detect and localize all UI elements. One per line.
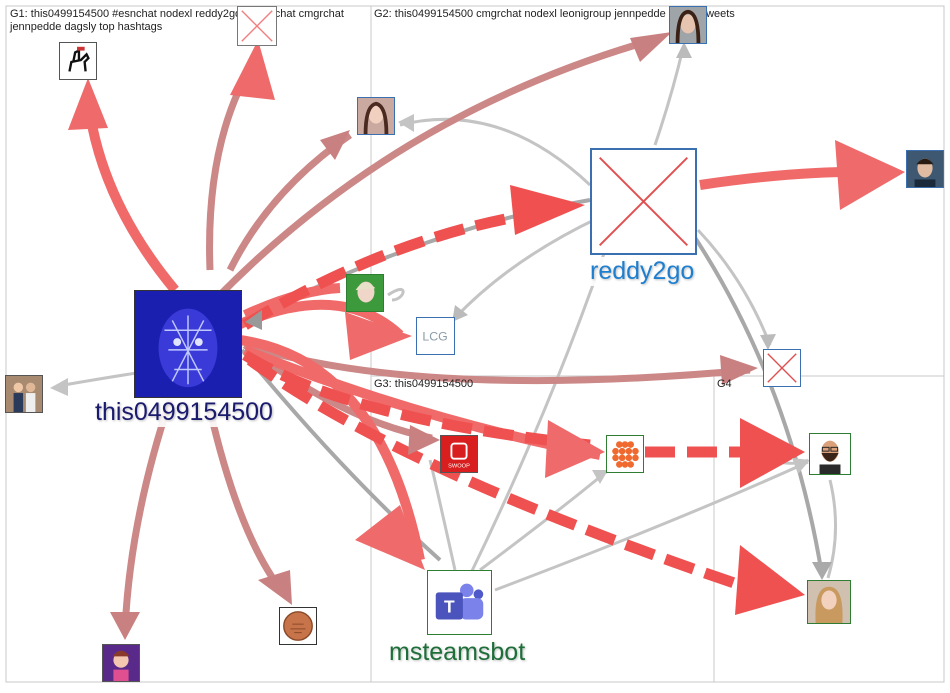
node-swoop[interactable]: SWOOP bbox=[440, 435, 478, 473]
broken-image-icon bbox=[764, 350, 800, 386]
edge-msteams-to-swoop bbox=[428, 459, 457, 571]
node-lcg[interactable]: LCG bbox=[416, 317, 455, 355]
arrowhead-swoop bbox=[408, 425, 440, 455]
node-brunette[interactable] bbox=[357, 97, 395, 135]
node-this-label: this0499154500 bbox=[92, 398, 276, 427]
node-man[interactable] bbox=[906, 150, 944, 188]
arrowhead-couple bbox=[50, 378, 68, 396]
teams-logo-icon: T bbox=[428, 571, 491, 634]
node-orange-logo[interactable] bbox=[606, 435, 644, 473]
person-photo-icon bbox=[808, 581, 850, 623]
arrowhead-g1-x bbox=[230, 40, 275, 100]
group-photo-icon bbox=[6, 376, 42, 412]
cartoon-avatar-icon bbox=[103, 645, 139, 681]
arrowhead-lcg bbox=[345, 312, 412, 360]
edge-bearded-to-blonde bbox=[826, 479, 838, 579]
arrowhead-brunette bbox=[320, 130, 350, 160]
arrowhead-this-gray bbox=[245, 310, 262, 330]
arrowhead-man bbox=[835, 140, 905, 210]
node-horse-rider[interactable] bbox=[59, 42, 97, 80]
arrowheads bbox=[50, 32, 905, 640]
node-bearded[interactable] bbox=[809, 433, 851, 475]
edge-reddy-to-blonde bbox=[688, 228, 824, 576]
node-msteams-label: msteamsbot bbox=[386, 638, 529, 667]
arrowhead-blonde bbox=[735, 545, 805, 615]
arrowhead-bearded-gray bbox=[792, 458, 810, 474]
svg-text:T: T bbox=[444, 597, 455, 617]
arrowhead-lcg-gray bbox=[452, 305, 468, 322]
node-msteams-avatar[interactable]: T bbox=[427, 570, 492, 635]
group-label-g4: G4 bbox=[717, 378, 732, 390]
arrowhead-orange-gray bbox=[592, 470, 608, 484]
node-reddy-avatar[interactable] bbox=[590, 148, 697, 255]
person-photo-icon bbox=[907, 151, 943, 187]
edge-self-loop bbox=[387, 287, 405, 302]
node-g1-broken[interactable] bbox=[237, 6, 277, 46]
node-this-avatar[interactable] bbox=[134, 290, 242, 398]
group-label-g2: G2: this0499154500 cmgrchat nodexl leoni… bbox=[374, 8, 735, 20]
arrowhead-msteams bbox=[355, 505, 425, 570]
node-green-woman[interactable] bbox=[346, 274, 384, 312]
arrowhead-horse bbox=[68, 78, 108, 130]
face-projection-icon bbox=[135, 291, 241, 397]
arrowhead-brunette-gray bbox=[398, 114, 414, 132]
broken-image-icon bbox=[592, 150, 695, 253]
lcg-logo-icon: LCG bbox=[417, 318, 454, 354]
arrowhead-bearded bbox=[740, 418, 805, 488]
horse-rider-icon bbox=[60, 43, 96, 79]
node-blonde[interactable] bbox=[807, 580, 851, 624]
person-photo-icon bbox=[347, 275, 383, 311]
arrowhead-top-woman bbox=[630, 32, 672, 62]
arrowhead-x2 bbox=[720, 355, 758, 385]
group-box-g4 bbox=[713, 375, 945, 683]
edge-this-to-orange-dashed bbox=[242, 350, 591, 451]
node-reddy-label: reddy2go bbox=[587, 257, 698, 286]
node-couple[interactable] bbox=[5, 375, 43, 413]
cartoon-avatar-icon bbox=[810, 434, 850, 474]
coin-icon bbox=[280, 608, 316, 644]
person-photo-icon bbox=[358, 98, 394, 134]
swoop-logo-icon: SWOOP bbox=[441, 436, 477, 472]
group-label-g3: G3: this0499154500 bbox=[374, 378, 474, 390]
node-x2-broken[interactable] bbox=[763, 349, 801, 387]
node-penny[interactable] bbox=[279, 607, 317, 645]
edge-reddy-to-lcg bbox=[453, 216, 599, 320]
lcg-logo-text: LCG bbox=[422, 330, 447, 344]
dots-logo-icon bbox=[607, 436, 643, 472]
swoop-logo-text: SWOOP bbox=[448, 463, 470, 469]
edge-reddy-to-brunette bbox=[399, 117, 592, 187]
edge-reddy-to-top-woman bbox=[653, 47, 685, 146]
edge-this-to-msteams bbox=[239, 335, 425, 561]
arrowhead-orange bbox=[545, 420, 605, 478]
edge-msteams-to-bearded bbox=[494, 460, 809, 592]
edge-this-to-top-woman bbox=[212, 34, 661, 303]
group-label-g1: G1: this0499154500 #esnchat nodexl reddy… bbox=[10, 8, 344, 33]
edge-this-to-penny bbox=[206, 409, 288, 598]
broken-image-icon bbox=[238, 7, 276, 45]
arrowhead-blonde-gray bbox=[812, 562, 832, 580]
node-top-woman[interactable] bbox=[669, 6, 707, 44]
edge-reddy-to-x2 bbox=[696, 228, 772, 346]
arrowhead-purple bbox=[110, 612, 140, 640]
edge-this-to-purple bbox=[121, 398, 174, 631]
edge-this-to-horse bbox=[83, 99, 179, 294]
arrowhead-x2-gray bbox=[760, 334, 776, 350]
person-photo-icon bbox=[670, 7, 706, 43]
arrowhead-penny bbox=[258, 570, 292, 605]
arrowhead-reddy bbox=[510, 185, 585, 235]
node-purple-avatar[interactable] bbox=[102, 644, 140, 682]
arrowhead-top-woman-gray bbox=[676, 42, 692, 58]
